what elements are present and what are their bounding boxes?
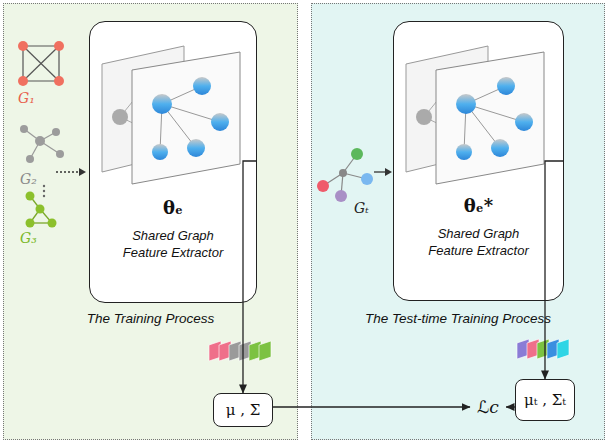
panel-title: The Test-time Training Process — [312, 310, 604, 328]
loss-node: ℒc — [470, 393, 506, 421]
statistics-box: μ , Σ — [213, 393, 273, 427]
statistics-label: μₜ , Σₜ — [524, 391, 566, 409]
parameter-symbol: θₑ — [163, 197, 183, 218]
flow-arrow — [273, 406, 470, 407]
graph-label: G₁ — [18, 90, 35, 106]
flow-arrow — [545, 161, 564, 379]
graph-label: G₃ — [20, 230, 37, 246]
flow-arrow — [243, 161, 257, 393]
extractor-caption: Shared Graph Feature Extractor — [112, 228, 234, 262]
process-panel: The Test-time Training Process θₑ* Shared … — [311, 3, 605, 440]
graph-label: G₂ — [20, 171, 37, 187]
extractor-box: θₑShared Graph Feature Extractor — [89, 21, 257, 303]
extractor-box: θₑ* Shared Graph Feature Extractor — [393, 21, 564, 301]
flow-arrow — [506, 406, 515, 407]
statistics-label: μ , Σ — [226, 401, 261, 419]
graph-label: Gₜ — [354, 200, 369, 216]
loss-label: ℒc — [477, 397, 499, 417]
process-panel: The Training Process θₑShared Graph Featu… — [3, 3, 298, 440]
statistics-box: μₜ , Σₜ — [515, 379, 575, 421]
parameter-symbol: θₑ* — [464, 195, 493, 216]
extractor-caption: Shared Graph Feature Extractor — [418, 226, 540, 260]
panel-title: The Training Process — [4, 310, 297, 328]
